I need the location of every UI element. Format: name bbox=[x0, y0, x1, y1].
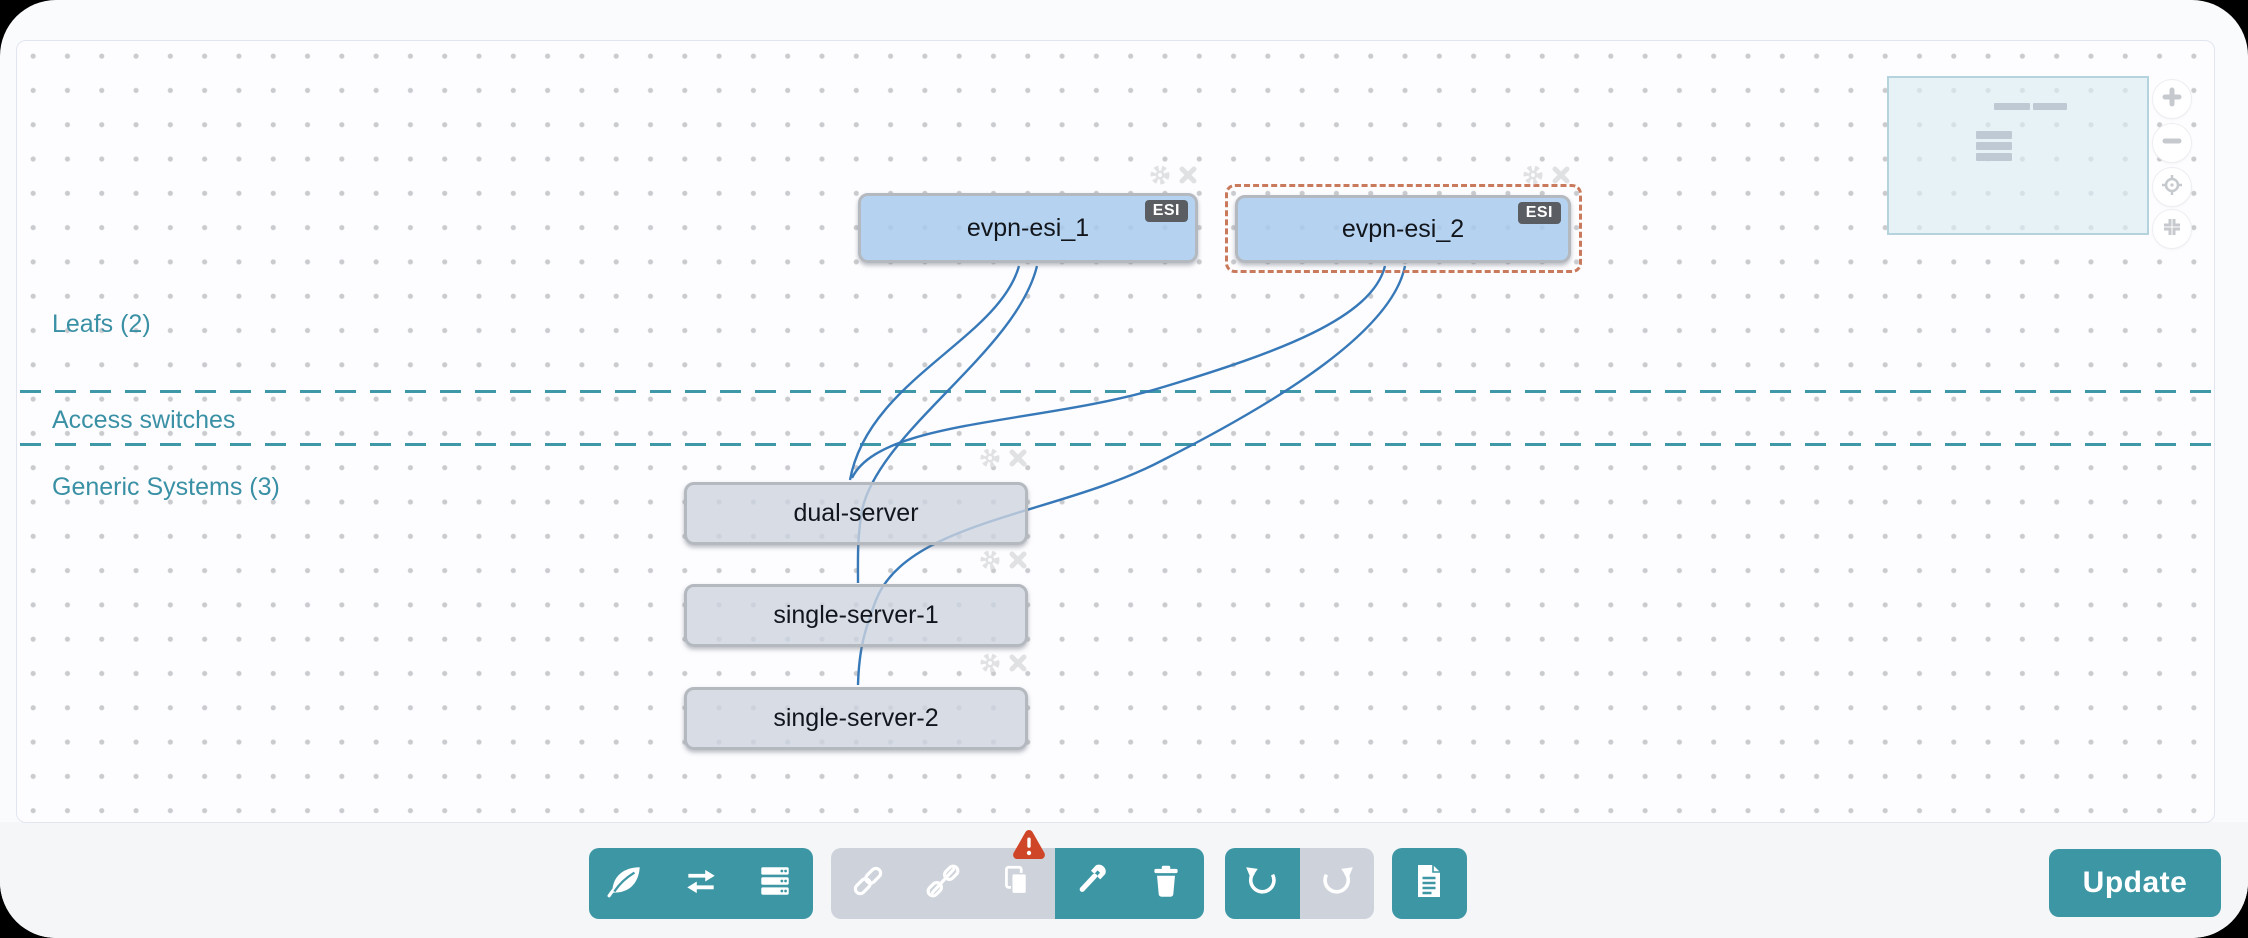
wrench-icon bbox=[1073, 863, 1111, 904]
gear-icon[interactable] bbox=[979, 652, 1001, 674]
fit-to-screen-button[interactable] bbox=[2152, 209, 2192, 249]
topology-canvas[interactable] bbox=[16, 40, 2215, 823]
node-label: dual-server bbox=[793, 499, 919, 527]
leaf-mode-button[interactable] bbox=[589, 848, 664, 919]
redo-button[interactable] bbox=[1299, 848, 1374, 919]
node-label: single-server-2 bbox=[773, 704, 939, 732]
exchange-arrows-icon bbox=[682, 863, 720, 904]
delete-button[interactable] bbox=[1129, 848, 1204, 919]
trash-icon bbox=[1147, 863, 1185, 904]
link-esi1-dual-server[interactable] bbox=[848, 265, 1021, 481]
close-icon[interactable] bbox=[1008, 448, 1028, 468]
close-icon[interactable] bbox=[1008, 653, 1028, 673]
links-mode-button[interactable] bbox=[663, 848, 738, 919]
rank-separator-line bbox=[20, 390, 2214, 393]
redo-icon bbox=[1318, 863, 1356, 904]
link-esi2-dual-server[interactable] bbox=[850, 265, 1387, 479]
toolbar-group-link-tools bbox=[831, 848, 1204, 919]
zoom-in-button[interactable] bbox=[2152, 79, 2192, 119]
zoom-out-icon bbox=[2162, 131, 2182, 156]
update-button-label: Update bbox=[2082, 866, 2188, 899]
rank-separator-line bbox=[20, 443, 2214, 446]
minimap-node bbox=[1994, 103, 2030, 110]
section-label-access-switches: Access switches bbox=[52, 406, 236, 434]
leaf-icon bbox=[607, 863, 645, 904]
copy-icon bbox=[998, 863, 1036, 904]
properties-button[interactable] bbox=[1054, 848, 1129, 919]
undo-button[interactable] bbox=[1225, 848, 1300, 919]
node-actions-single-server-1 bbox=[979, 549, 1028, 571]
link-icon bbox=[849, 863, 887, 904]
gear-icon[interactable] bbox=[1522, 164, 1544, 186]
section-label-generic-systems: Generic Systems (3) bbox=[52, 473, 280, 501]
fit-to-screen-icon bbox=[2161, 216, 2183, 243]
node-actions-single-server-2 bbox=[979, 652, 1028, 674]
remove-link-button[interactable] bbox=[905, 848, 980, 919]
node-actions-evpn-esi-2 bbox=[1522, 164, 1571, 186]
esi-badge: ESI bbox=[1144, 200, 1188, 222]
node-actions-evpn-esi-1 bbox=[1149, 164, 1198, 186]
zoom-out-button[interactable] bbox=[2152, 123, 2192, 163]
toolbar-group-history bbox=[1225, 848, 1374, 919]
node-label: single-server-1 bbox=[773, 601, 939, 629]
gear-icon[interactable] bbox=[1149, 164, 1171, 186]
node-label: evpn-esi_2 bbox=[1341, 214, 1465, 243]
close-icon[interactable] bbox=[1008, 550, 1028, 570]
add-link-button[interactable] bbox=[831, 848, 906, 919]
gear-icon[interactable] bbox=[979, 447, 1001, 469]
node-evpn-esi-2[interactable]: evpn-esi_2 ESI bbox=[1235, 195, 1571, 263]
gear-icon[interactable] bbox=[979, 549, 1001, 571]
selection-outline bbox=[1225, 184, 1582, 273]
node-evpn-esi-1[interactable]: evpn-esi_1 ESI bbox=[858, 193, 1198, 263]
update-button[interactable]: Update bbox=[2049, 849, 2221, 917]
copy-button[interactable] bbox=[980, 848, 1055, 919]
toolbar-group-modes bbox=[589, 848, 813, 919]
minimap[interactable] bbox=[1887, 76, 2149, 235]
esi-badge: ESI bbox=[1517, 202, 1561, 224]
node-label: evpn-esi_1 bbox=[966, 213, 1090, 242]
server-rack-icon bbox=[756, 863, 794, 904]
document-icon bbox=[1413, 863, 1445, 904]
minimap-node bbox=[1976, 131, 2012, 139]
node-dual-server[interactable]: dual-server bbox=[684, 482, 1028, 545]
node-actions-dual-server bbox=[979, 447, 1028, 469]
undo-icon bbox=[1243, 863, 1281, 904]
close-icon[interactable] bbox=[1178, 165, 1198, 185]
warning-triangle-icon bbox=[1013, 829, 1045, 860]
report-button[interactable] bbox=[1392, 848, 1467, 919]
node-single-server-1[interactable]: single-server-1 bbox=[684, 584, 1028, 647]
warning-badge bbox=[1012, 829, 1046, 865]
link-esi1-single-server-1[interactable] bbox=[856, 265, 1039, 584]
center-view-icon bbox=[2160, 173, 2184, 202]
toolbar-group-report bbox=[1392, 848, 1467, 919]
minimap-node bbox=[1976, 153, 2012, 161]
systems-mode-button[interactable] bbox=[738, 848, 813, 919]
close-icon[interactable] bbox=[1551, 165, 1571, 185]
minimap-node bbox=[1976, 142, 2012, 150]
center-view-button[interactable] bbox=[2152, 167, 2192, 207]
minimap-node bbox=[2033, 103, 2067, 110]
node-single-server-2[interactable]: single-server-2 bbox=[684, 687, 1028, 750]
zoom-in-icon bbox=[2162, 87, 2182, 112]
section-label-leafs: Leafs (2) bbox=[52, 310, 151, 338]
unlink-icon bbox=[924, 863, 962, 904]
